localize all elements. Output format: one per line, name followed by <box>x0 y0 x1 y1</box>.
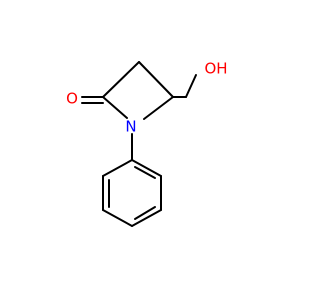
atom-label-hydroxyl: OH <box>204 60 227 78</box>
molecule-diagram: O N OH <box>66 60 228 227</box>
structure-canvas: O N OH <box>66 59 228 227</box>
atom-label-ring-nitrogen: N <box>125 118 136 136</box>
phenyl-bond-4 <box>102 209 133 227</box>
atom-label-carbonyl-oxygen: O <box>66 90 78 108</box>
phenyl-bond-1 <box>131 159 162 177</box>
phenyl-inner-bond-1 <box>134 166 156 179</box>
phenyl-bond-3 <box>131 209 162 227</box>
bond-c3-c4 <box>138 61 174 98</box>
phenyl-inner-bond-2 <box>134 206 156 220</box>
bond-n1-c2 <box>102 96 128 119</box>
phenyl-bond-6 <box>102 159 133 177</box>
bond-ch2-c <box>185 74 197 98</box>
bond-c4-n1 <box>143 96 174 120</box>
bond-c2-c3 <box>102 61 140 98</box>
